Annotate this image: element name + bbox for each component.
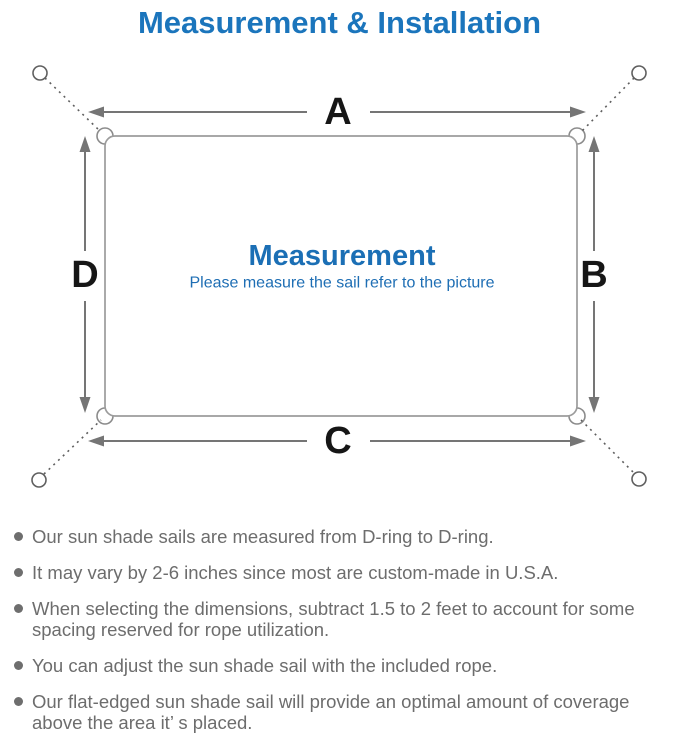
bullet-icon xyxy=(14,661,23,670)
anchor-point-bottom-right xyxy=(631,471,647,487)
diagram-center-subtitle: Please measure the sail refer to the pic… xyxy=(189,275,494,292)
arrow-down-icon xyxy=(79,397,91,413)
page-title: Measurement & Installation xyxy=(137,5,542,40)
dimension-d-arrow xyxy=(79,136,91,413)
note-text: When selecting the dimensions, subtract … xyxy=(32,598,635,640)
list-item: It may vary by 2-6 inches since most are… xyxy=(12,562,671,583)
note-text: You can adjust the sun shade sail with t… xyxy=(32,655,498,676)
bullet-icon xyxy=(14,568,23,577)
arrow-right-icon xyxy=(570,106,586,118)
list-item: Our flat-edged sun shade sail will provi… xyxy=(12,691,671,733)
bullet-icon xyxy=(14,604,23,613)
list-item: Our sun shade sails are measured from D-… xyxy=(12,526,671,547)
anchor-point-top-right xyxy=(631,65,647,81)
bullet-icon xyxy=(14,532,23,541)
diagram-center-title: Measurement xyxy=(249,240,436,272)
note-text: Our sun shade sails are measured from D-… xyxy=(32,526,494,547)
rope-bottom-right xyxy=(580,419,635,474)
dimension-label-a: A xyxy=(324,91,351,133)
arrow-left-icon xyxy=(88,435,104,447)
note-text: Our flat-edged sun shade sail will provi… xyxy=(32,691,630,733)
sail-outline xyxy=(104,135,578,417)
rope-top-left xyxy=(44,77,102,133)
dimension-label-c: C xyxy=(324,420,351,462)
list-item: You can adjust the sun shade sail with t… xyxy=(12,655,671,676)
arrow-right-icon xyxy=(570,435,586,447)
sail-measurement-diagram: A C D B Measurement Please measure the s… xyxy=(31,65,647,488)
arrow-left-icon xyxy=(88,106,104,118)
measurement-notes-list: Our sun shade sails are measured from D-… xyxy=(12,526,671,733)
list-item: When selecting the dimensions, subtract … xyxy=(12,598,671,640)
dimension-c-arrow xyxy=(88,435,586,447)
anchor-point-bottom-left xyxy=(31,472,47,488)
dimension-b-arrow xyxy=(588,136,600,413)
arrow-down-icon xyxy=(588,397,600,413)
anchor-point-top-left xyxy=(32,65,48,81)
note-text: It may vary by 2-6 inches since most are… xyxy=(32,562,559,583)
dimension-label-b: B xyxy=(580,254,607,296)
bullet-icon xyxy=(14,697,23,706)
rope-bottom-left xyxy=(43,419,102,475)
dimension-a-arrow xyxy=(88,106,586,118)
dimension-label-d: D xyxy=(71,254,98,296)
arrow-up-icon xyxy=(79,136,91,152)
arrow-up-icon xyxy=(588,136,600,152)
rope-top-right xyxy=(580,77,635,133)
